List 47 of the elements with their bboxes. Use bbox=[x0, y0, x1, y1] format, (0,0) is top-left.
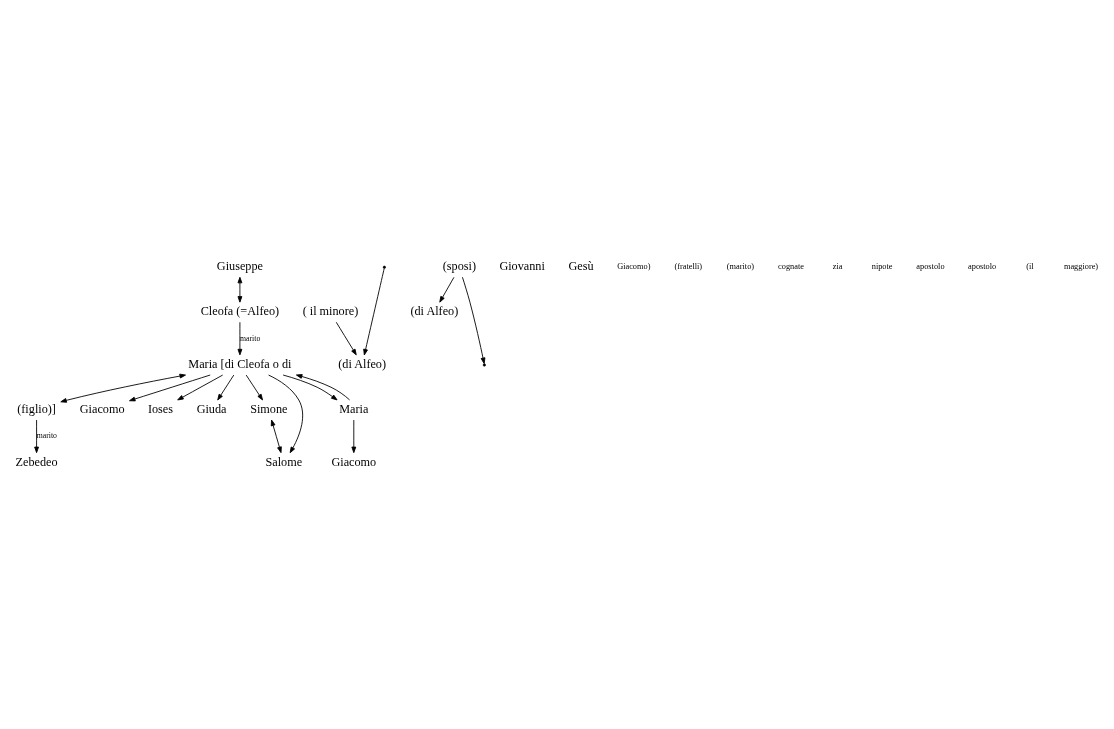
node-text: Zebedeo bbox=[15, 454, 58, 469]
arrow bbox=[34, 419, 39, 453]
arrow bbox=[129, 374, 211, 401]
node-text: Giacomo bbox=[79, 401, 125, 416]
node-text: Cleofa (=Alfeo) bbox=[200, 303, 280, 318]
edge-label: marito bbox=[36, 430, 57, 440]
edge-label: marito bbox=[240, 333, 261, 343]
node-text: (figlio)] bbox=[17, 401, 56, 416]
arrow bbox=[439, 276, 455, 303]
arrow bbox=[245, 374, 263, 400]
arrow bbox=[60, 373, 186, 403]
label: apostolo bbox=[916, 261, 945, 271]
arrow bbox=[237, 321, 243, 355]
node-text: Simone bbox=[250, 401, 288, 416]
arrow bbox=[177, 374, 224, 400]
node-text: Giuseppe bbox=[216, 258, 263, 273]
node-text: Ioses bbox=[147, 401, 174, 416]
arrow bbox=[351, 419, 357, 453]
node-text: Gesù bbox=[568, 258, 594, 273]
label: maggiore) bbox=[1063, 261, 1099, 271]
label: (fratelli) bbox=[674, 261, 703, 271]
arrow bbox=[282, 374, 338, 400]
node-text: Maria bbox=[339, 401, 369, 416]
label: (il bbox=[1026, 261, 1034, 271]
node-text: Giacomo bbox=[331, 454, 377, 469]
label: (marito) bbox=[726, 261, 755, 271]
arrow bbox=[462, 276, 486, 364]
arrow bbox=[335, 321, 357, 355]
node-text: Giovanni bbox=[499, 258, 545, 273]
arrow bbox=[237, 276, 243, 303]
arrow bbox=[363, 267, 385, 355]
label: zia bbox=[832, 261, 843, 271]
label: cognate bbox=[778, 261, 804, 271]
node-text: (sposi) bbox=[442, 258, 476, 273]
node-text: (di Alfeo) bbox=[338, 356, 387, 371]
node-text: Giuda bbox=[196, 401, 227, 416]
label: Giacomo) bbox=[617, 261, 651, 271]
label: apostolo bbox=[968, 261, 997, 271]
arrow bbox=[217, 374, 235, 400]
arrow bbox=[295, 373, 351, 400]
arrow bbox=[270, 419, 282, 453]
node-text: Maria [di Cleofa o di bbox=[188, 356, 292, 371]
node-text: (di Alfeo) bbox=[410, 303, 459, 318]
arrow bbox=[268, 374, 304, 453]
node-text: ( il minore) bbox=[302, 303, 359, 318]
node-text: Salome bbox=[265, 454, 303, 469]
label: nipote bbox=[871, 261, 893, 271]
